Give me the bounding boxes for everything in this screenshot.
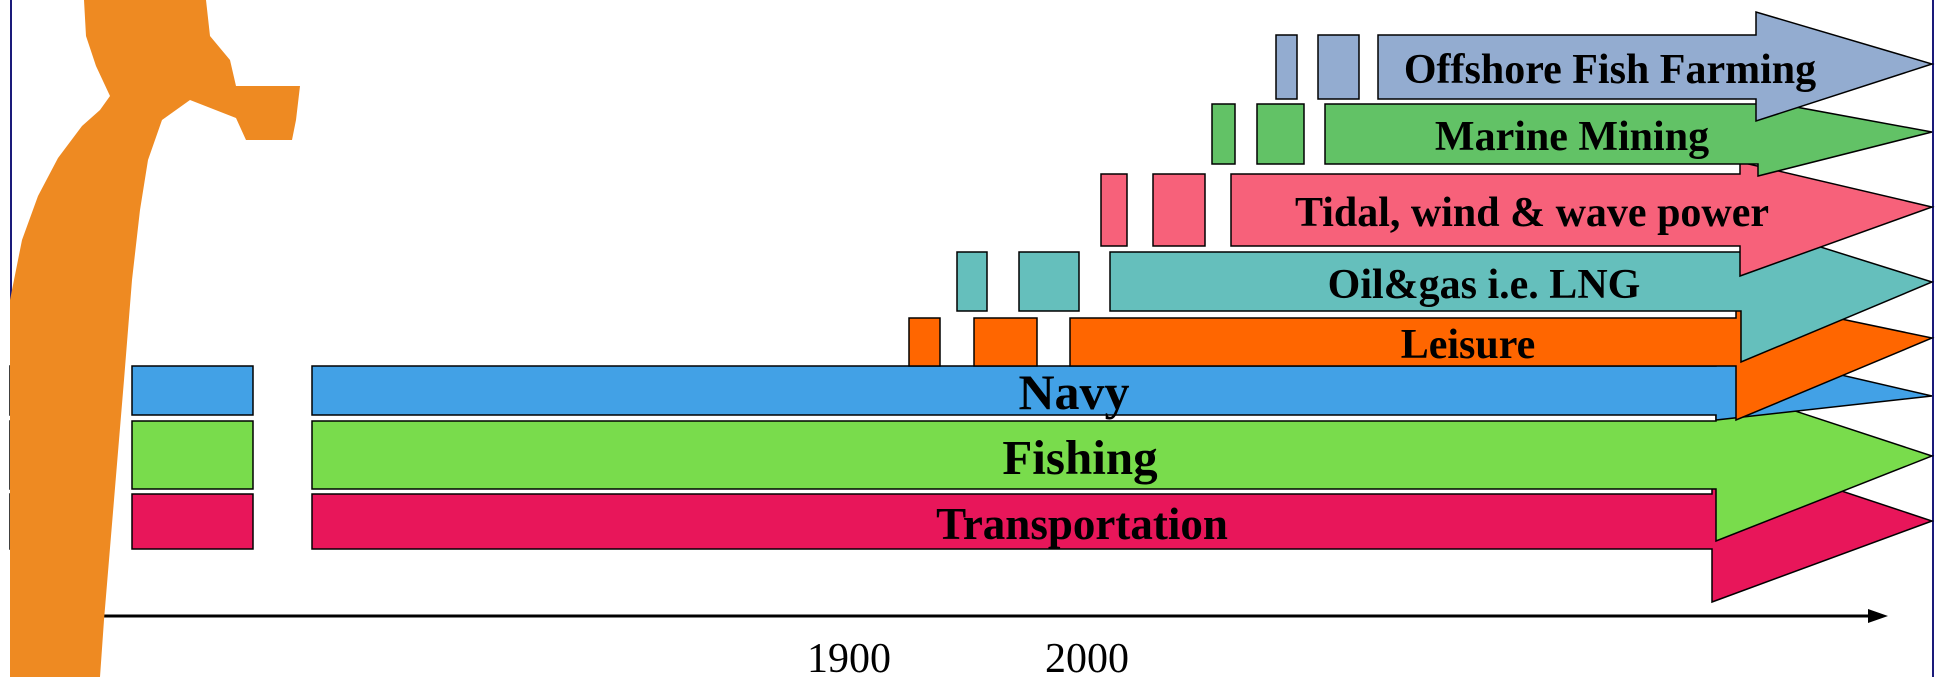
layer-marine-mining: Marine Mining	[1211, 99, 1933, 177]
oil-gas-segment-2	[1018, 251, 1080, 312]
leisure-segment-1	[908, 317, 941, 367]
fish-farming-arrow	[1377, 10, 1935, 123]
time-axis-arrowhead	[1868, 609, 1888, 623]
tidal-arrow	[1230, 161, 1935, 278]
fish-farming-label: Offshore Fish Farming	[1404, 47, 1816, 93]
navy-segment-2	[131, 365, 254, 416]
leisure-segment-2	[973, 317, 1038, 367]
layer-tidal-wind-wave: Tidal, wind & wave power	[1100, 161, 1935, 278]
transportation-segment-2	[131, 493, 254, 550]
oil-gas-label: Oil&gas i.e. LNG	[1328, 262, 1641, 308]
layer-transportation: Transportation	[9, 446, 1935, 604]
tick-label-1900: 1900	[807, 636, 891, 677]
tick-label-2000: 2000	[1045, 636, 1129, 677]
fish-farming-segment-2	[1317, 34, 1360, 100]
fish-farming-segment-1	[1275, 34, 1298, 100]
time-axis: 1900 2000	[77, 609, 1888, 677]
tidal-label: Tidal, wind & wave power	[1295, 190, 1769, 236]
tidal-segment-2	[1152, 173, 1206, 247]
leisure-arrow	[1069, 296, 1935, 422]
tidal-segment-1	[1100, 173, 1128, 247]
layer-offshore-fish-farming: Offshore Fish Farming	[1275, 10, 1935, 123]
fishing-label: Fishing	[1002, 430, 1158, 485]
transportation-label: Transportation	[936, 499, 1228, 549]
frame-right-border	[1932, 0, 1934, 677]
mining-segment-2	[1256, 103, 1305, 165]
layer-oil-gas: Oil&gas i.e. LNG	[956, 220, 1935, 364]
fishing-segment-2	[131, 420, 254, 490]
leisure-label: Leisure	[1401, 322, 1536, 368]
mining-label: Marine Mining	[1435, 114, 1709, 160]
oil-gas-segment-1	[956, 251, 988, 312]
layer-leisure: Leisure	[908, 296, 1935, 422]
mining-segment-1	[1211, 103, 1236, 165]
navy-label: Navy	[1018, 364, 1129, 420]
time-break-marker	[10, 0, 300, 677]
